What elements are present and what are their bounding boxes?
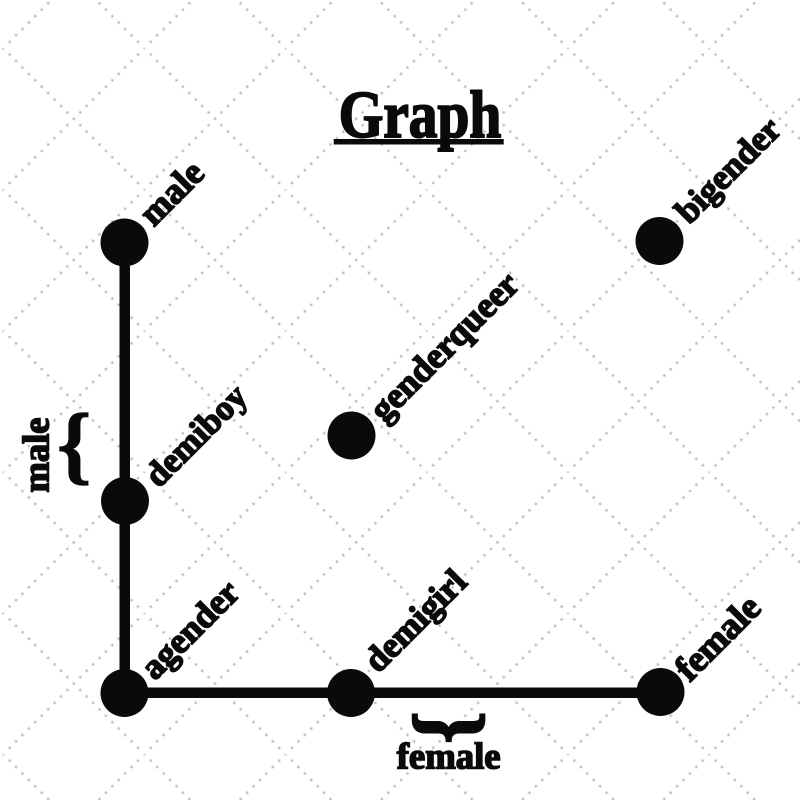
svg-text:{: { <box>396 711 491 743</box>
svg-text:female: female <box>397 736 501 777</box>
svg-text:male: male <box>15 418 56 493</box>
svg-text:{: { <box>57 397 91 493</box>
